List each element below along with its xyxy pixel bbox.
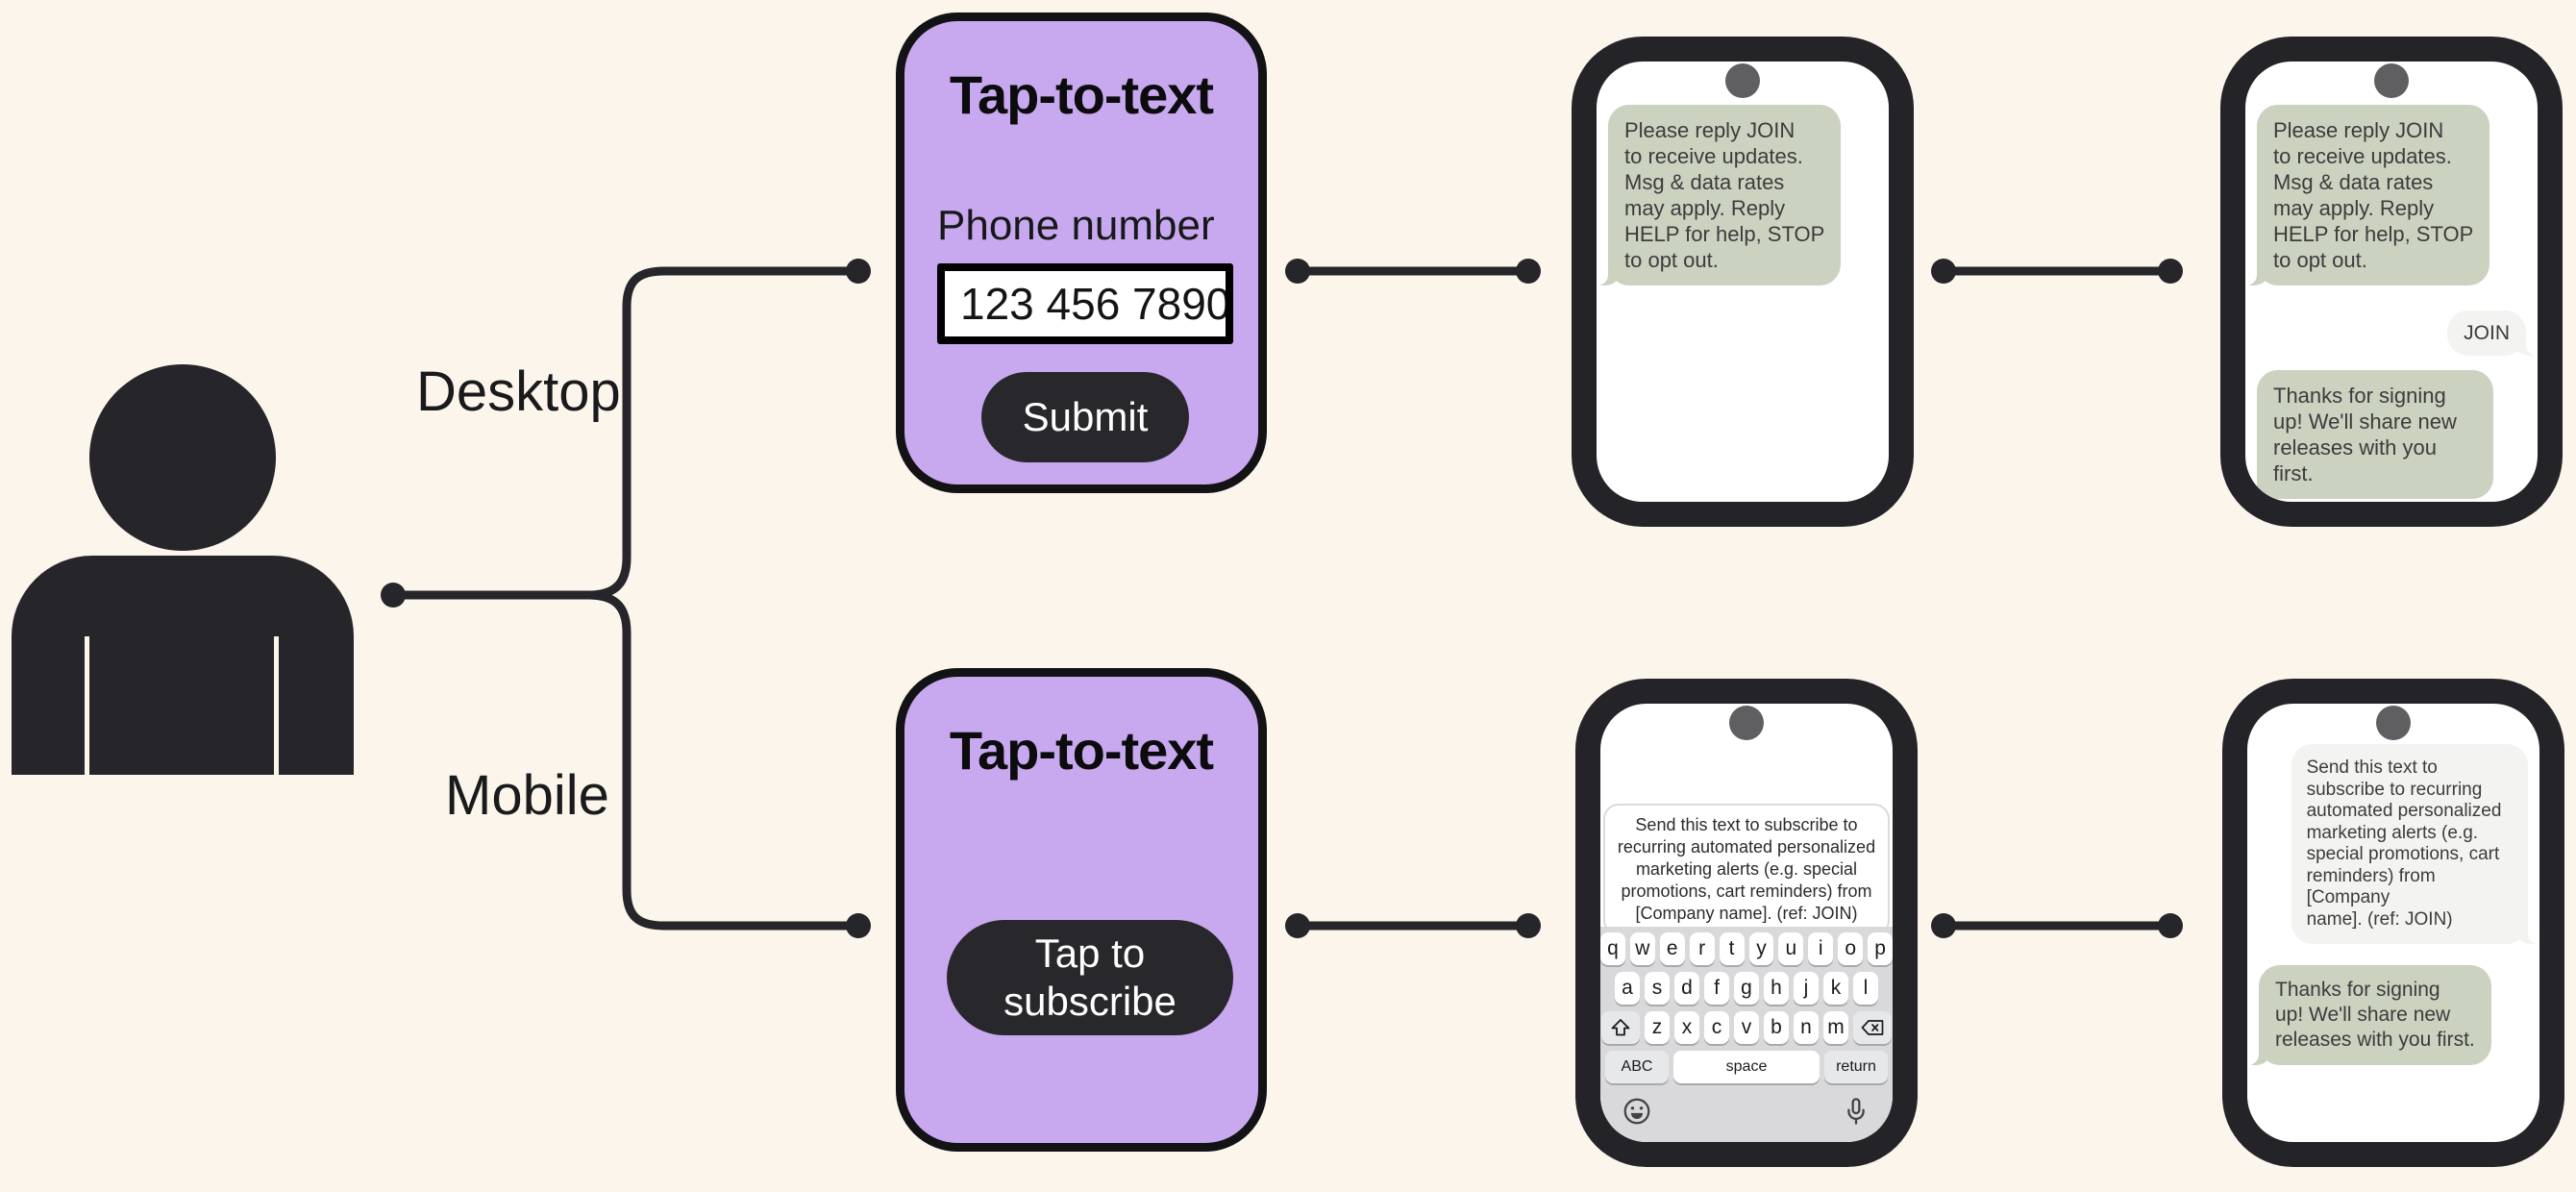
sms-bubble-optin: Please reply JOIN to receive updates. Ms… xyxy=(1597,105,1842,286)
connector-dots xyxy=(381,259,2183,938)
phone-screen: Please reply JOIN to receive updates. Ms… xyxy=(1597,62,1889,502)
key-z[interactable]: z xyxy=(1645,1011,1670,1044)
desktop-phone-optin: Please reply JOIN to receive updates. Ms… xyxy=(1572,37,1914,527)
desktop-branch-line xyxy=(587,266,854,600)
sms-bubble-optin: Please reply JOIN to receive updates. Ms… xyxy=(2245,105,2490,286)
mobile-phone-confirmation: Send this text to subscribe to recurring… xyxy=(2222,679,2564,1167)
key-g[interactable]: g xyxy=(1734,972,1759,1005)
microphone-icon[interactable] xyxy=(1841,1096,1871,1127)
key-w[interactable]: w xyxy=(1629,932,1655,965)
emoji-icon[interactable] xyxy=(1622,1096,1652,1127)
key-h[interactable]: h xyxy=(1764,972,1789,1005)
key-l[interactable]: l xyxy=(1853,972,1878,1005)
keyboard-row-1: q w e r t y u i o p xyxy=(1600,932,1893,965)
desktop-signup-card: Tap-to-text Phone number Submit xyxy=(896,12,1267,493)
phone-screen: Send this text to subscribe to recurring… xyxy=(1600,704,1893,1142)
mobile-branch-label: Mobile xyxy=(445,764,609,827)
key-p[interactable]: p xyxy=(1868,932,1893,965)
key-k[interactable]: k xyxy=(1823,972,1848,1005)
backspace-key[interactable] xyxy=(1853,1011,1892,1044)
space-key[interactable]: space xyxy=(1673,1051,1820,1083)
mobile-phone-compose: Send this text to subscribe to recurring… xyxy=(1575,679,1918,1167)
person-body xyxy=(12,556,354,775)
desktop-phone-confirmation: Please reply JOIN to receive updates. Ms… xyxy=(2220,37,2563,527)
arm-line xyxy=(274,636,279,775)
key-s[interactable]: s xyxy=(1645,972,1670,1005)
keyboard-row-2: a s d f g h j k l xyxy=(1600,972,1893,1005)
camera-icon xyxy=(2374,63,2409,98)
keyboard: q w e r t y u i o p a s d f g h xyxy=(1600,927,1893,1142)
key-f[interactable]: f xyxy=(1704,972,1729,1005)
keyboard-bottom-bar xyxy=(1622,1092,1871,1130)
shift-icon xyxy=(1611,1019,1630,1036)
key-j[interactable]: j xyxy=(1794,972,1819,1005)
sms-bubble-thanks: Thanks for signing up! We'll share new r… xyxy=(2247,965,2491,1065)
key-y[interactable]: y xyxy=(1748,932,1774,965)
key-x[interactable]: x xyxy=(1674,1011,1699,1044)
key-v[interactable]: v xyxy=(1734,1011,1759,1044)
phone-screen: Send this text to subscribe to recurring… xyxy=(2247,704,2539,1142)
card-title: Tap-to-text xyxy=(949,720,1214,781)
phone-number-input[interactable] xyxy=(937,263,1233,344)
tap-to-subscribe-button[interactable]: Tap to subscribe xyxy=(947,920,1233,1035)
key-a[interactable]: a xyxy=(1615,972,1640,1005)
draft-message-box: Send this text to subscribe to recurring… xyxy=(1603,804,1890,935)
person-head xyxy=(89,364,276,551)
key-o[interactable]: o xyxy=(1838,932,1864,965)
camera-icon xyxy=(2376,706,2411,740)
mobile-signup-card: Tap-to-text Tap to subscribe xyxy=(896,668,1267,1152)
key-i[interactable]: i xyxy=(1808,932,1834,965)
shift-key[interactable] xyxy=(1601,1011,1640,1044)
keyboard-row-4: ABC space return xyxy=(1600,1051,1893,1083)
camera-icon xyxy=(1729,706,1764,740)
key-t[interactable]: t xyxy=(1719,932,1745,965)
backspace-icon xyxy=(1861,1020,1884,1035)
abc-key[interactable]: ABC xyxy=(1605,1051,1669,1083)
key-u[interactable]: u xyxy=(1778,932,1804,965)
phone-number-label: Phone number xyxy=(937,202,1215,249)
key-r[interactable]: r xyxy=(1689,932,1715,965)
sms-bubble-sent-text: Send this text to subscribe to recurring… xyxy=(2291,744,2539,944)
return-key[interactable]: return xyxy=(1824,1051,1888,1083)
key-n[interactable]: n xyxy=(1794,1011,1819,1044)
sms-bubble-join-reply: JOIN xyxy=(2447,310,2538,356)
keyboard-row-3: z x c v b n m xyxy=(1600,1011,1893,1044)
arm-line xyxy=(85,636,89,775)
key-e[interactable]: e xyxy=(1659,932,1685,965)
key-d[interactable]: d xyxy=(1674,972,1699,1005)
key-b[interactable]: b xyxy=(1764,1011,1789,1044)
submit-button[interactable]: Submit xyxy=(981,372,1189,462)
key-q[interactable]: q xyxy=(1600,932,1625,965)
camera-icon xyxy=(1725,63,1760,98)
phone-screen: Please reply JOIN to receive updates. Ms… xyxy=(2245,62,2538,502)
card-title: Tap-to-text xyxy=(949,64,1214,125)
desktop-branch-label: Desktop xyxy=(416,360,621,423)
key-m[interactable]: m xyxy=(1823,1011,1848,1044)
key-c[interactable]: c xyxy=(1704,1011,1729,1044)
sms-bubble-thanks: Thanks for signing up! We'll share new r… xyxy=(2245,370,2494,499)
mobile-branch-line xyxy=(587,590,854,931)
